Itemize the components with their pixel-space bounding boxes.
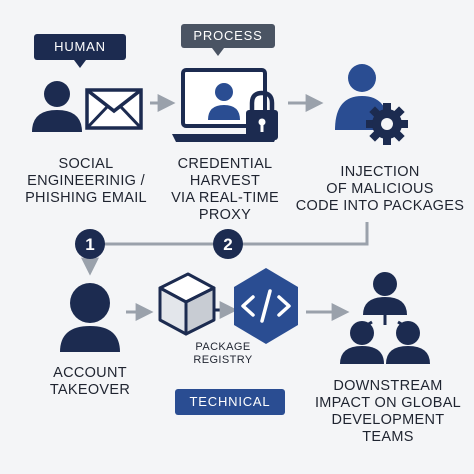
laptop-with-padlock-icon bbox=[172, 68, 278, 142]
gear-tooth bbox=[383, 103, 391, 113]
social-engineering-caption: SOCIAL ENGINEERINIG / PHISHING EMAIL bbox=[25, 156, 147, 206]
team-group-icon bbox=[340, 272, 430, 364]
process-tag: PROCESS bbox=[181, 24, 275, 48]
gear-tooth bbox=[383, 135, 391, 145]
step-badge-two bbox=[213, 229, 243, 259]
user-with-envelope-icon bbox=[32, 81, 143, 132]
step-badge-one bbox=[75, 229, 105, 259]
package-box-icon bbox=[158, 272, 216, 336]
process-tag-pointer bbox=[212, 48, 224, 56]
connector-injection-to-badge-one bbox=[100, 222, 369, 246]
downstream-impact-caption: DOWNSTREAM IMPACT ON GLOBAL DEVELOPMENT … bbox=[314, 378, 462, 445]
injection-caption: INJECTION OF MALICIOUS CODE INTO PACKAGE… bbox=[295, 164, 465, 214]
account-takeover-caption: ACCOUNT TAKEOVER bbox=[49, 365, 131, 398]
human-tag: HUMAN bbox=[34, 34, 126, 60]
technical-tag: TECHNICAL bbox=[175, 389, 285, 415]
credential-harvest-caption: CREDENTIAL HARVEST VIA REAL-TIME PROXY bbox=[171, 156, 279, 223]
human-tag-pointer bbox=[74, 60, 86, 68]
code-hexagon-icon bbox=[234, 268, 298, 344]
step-badge-two-label: 2 bbox=[223, 235, 232, 254]
step-badge-one-label: 1 bbox=[85, 235, 94, 254]
package-registry-caption: PACKAGE REGISTRY bbox=[193, 341, 253, 366]
user-with-gear-icon bbox=[335, 64, 408, 145]
user-icon bbox=[60, 283, 120, 352]
